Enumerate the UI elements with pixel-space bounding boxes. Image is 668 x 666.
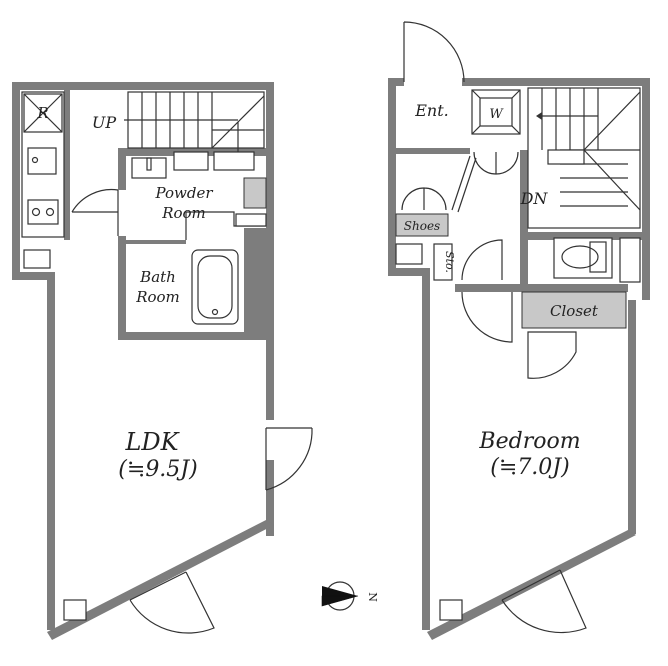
- fridge-label: R: [36, 104, 48, 122]
- floor2-inner-wall-wc: [520, 232, 528, 290]
- floor1-corner-box: [63, 599, 87, 621]
- powder-room-label-1: Powder: [154, 184, 213, 202]
- fridge-cross-b: [23, 93, 63, 133]
- shoes-cabinet: [395, 213, 449, 237]
- floor2-corner-box: [439, 599, 463, 621]
- floor1-kitchen-wall: [64, 90, 70, 240]
- floor2-inner-wall-entrance: [396, 148, 470, 154]
- bathtub-inner: [197, 255, 233, 319]
- toilet-bowl: [561, 245, 599, 269]
- floor2-inner-wall-stair: [520, 150, 528, 232]
- closet: [521, 291, 627, 329]
- ldk-size: (≒9.5J): [118, 457, 197, 482]
- floor2-bottom-door[interactable]: [501, 569, 587, 634]
- shoe-cabinet-door[interactable]: [401, 187, 447, 211]
- toilet-area: [553, 237, 613, 279]
- ldk-label: LDK: [124, 428, 180, 456]
- compass-arrow-icon: [322, 586, 358, 596]
- floor1-outer-wall-right: [266, 460, 274, 536]
- floor1-outer-wall-bottom: [47, 520, 274, 640]
- floor2-outer-wall-top: [388, 78, 404, 240]
- storage-door[interactable]: [461, 239, 503, 281]
- floor1-bath-divider: [126, 240, 186, 244]
- bathtub: [191, 249, 239, 325]
- wc-shelf: [619, 237, 641, 283]
- stove-burner-right: [45, 207, 55, 217]
- washer-label: W: [489, 107, 504, 122]
- closet-door-swing: [527, 331, 577, 379]
- floor1-side-door[interactable]: [265, 427, 313, 491]
- floor2-stairs: [527, 87, 641, 229]
- floor1-outer-wall-left: [12, 248, 55, 630]
- washer: [479, 97, 513, 127]
- floor1-cabinet: [23, 249, 51, 269]
- bedroom-size: (≒7.0J): [490, 455, 569, 480]
- floor1-bath-right-wall: [244, 228, 266, 332]
- floor2-cabinet: [395, 243, 423, 265]
- bedroom-door[interactable]: [461, 291, 513, 343]
- powder-cabinet: [243, 177, 267, 209]
- floor2-stair-shelf: [547, 149, 585, 165]
- compass-north-label: N: [366, 592, 379, 602]
- compass: N: [321, 581, 379, 611]
- floor1-plan: R UP P: [12, 82, 313, 640]
- floor2-outer-wall-left: [388, 240, 430, 630]
- floor1-bottom-door[interactable]: [129, 571, 215, 634]
- powder-shelf: [213, 151, 255, 171]
- floor2-step-line-a: [451, 155, 471, 211]
- sink-drain: [31, 156, 39, 164]
- closet-label: Closet: [550, 302, 599, 320]
- powder-door[interactable]: [71, 188, 119, 213]
- powder-room-label-2: Room: [161, 204, 206, 222]
- floor2-outer-wall-right: [628, 300, 636, 534]
- floor2-stairs-label: DN: [520, 189, 549, 208]
- storage: [433, 243, 453, 281]
- shoes-label: Shoes: [404, 219, 440, 233]
- bathtub-drain: [211, 308, 219, 316]
- bath-room-label-1: Bath: [139, 268, 176, 286]
- entrance-label: Ent.: [414, 101, 449, 120]
- bedroom-label: Bedroom: [478, 429, 580, 454]
- powder-towel-bar: [235, 213, 267, 227]
- floor1-stairs-label: UP: [92, 113, 116, 132]
- floor2-plan: Ent. W DN: [388, 21, 650, 640]
- floor2-step-line-b: [457, 157, 477, 213]
- floor2-inner-wall-lower: [455, 284, 628, 292]
- entrance-door[interactable]: [403, 21, 465, 83]
- powder-faucet: [146, 157, 152, 171]
- bath-room-label-2: Room: [135, 288, 180, 306]
- powder-sink: [131, 157, 167, 179]
- powder-counter: [173, 151, 209, 171]
- toilet-tank: [589, 241, 607, 273]
- storage-label: Sto.: [443, 251, 456, 273]
- stove-burner-left: [31, 207, 41, 217]
- entrance-double-door[interactable]: [473, 151, 519, 175]
